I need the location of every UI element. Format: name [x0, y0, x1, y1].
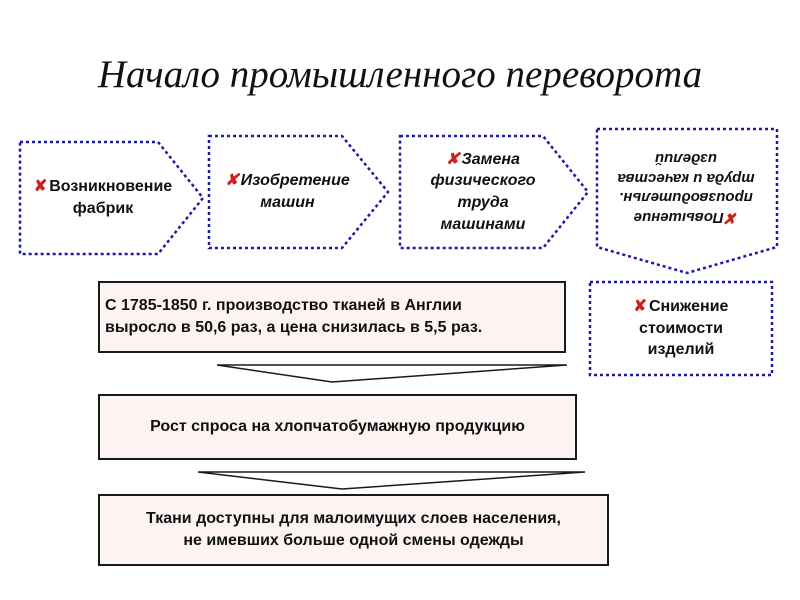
side-box-text: Снижение стоимости изделий [639, 298, 729, 359]
result-box-3 [98, 494, 609, 566]
chain-arrow-2 [207, 134, 390, 250]
down-arrow-2 [197, 471, 586, 490]
chain-text-3: Замена физического труда машинами [430, 150, 536, 233]
slide-title: Начало промышленного переворота [97, 53, 703, 96]
result-label-2: Рост спроса на хлопчатобумажную продукци… [99, 395, 576, 459]
chain-arrow-1 [18, 140, 205, 256]
side-box-label: ✘Снижение стоимости изделий [590, 282, 772, 375]
result-text-1: С 1785-1850 г. производство тканей в Анг… [105, 297, 483, 336]
chain-arrow-4-down [595, 127, 779, 275]
chain-text-2: Изобретение машин [240, 172, 350, 211]
cross-icon: ✘ [446, 150, 460, 168]
down-arrow-1 [216, 364, 568, 383]
result-text-2: Рост спроса на хлопчатобумажную продукци… [150, 418, 525, 436]
result-box-1 [98, 281, 566, 353]
chain-label-4: ✘Повышение производительн. труда и качес… [597, 131, 775, 245]
chain-label-1: ✘Возникновение фабрик [12, 142, 194, 254]
chain-label-2: ✘Изобретение машин [205, 136, 370, 248]
chain-text-1: Возникновение фабрик [49, 178, 173, 217]
cross-icon: ✘ [33, 178, 48, 196]
cross-icon: ✘ [225, 172, 239, 190]
cross-icon: ✘ [725, 209, 739, 226]
chain-label-3: ✘Замена физического труда машинами [403, 136, 563, 248]
result-text-3: Ткани доступны для малоимущих слоев насе… [146, 510, 561, 549]
chain-arrow-3 [398, 134, 590, 250]
cross-icon: ✘ [633, 298, 647, 316]
side-box [588, 280, 774, 377]
result-box-2 [98, 394, 577, 460]
result-label-3: Ткани доступны для малоимущих слоев насе… [99, 495, 608, 565]
result-label-1: С 1785-1850 г. производство тканей в Анг… [99, 282, 565, 352]
